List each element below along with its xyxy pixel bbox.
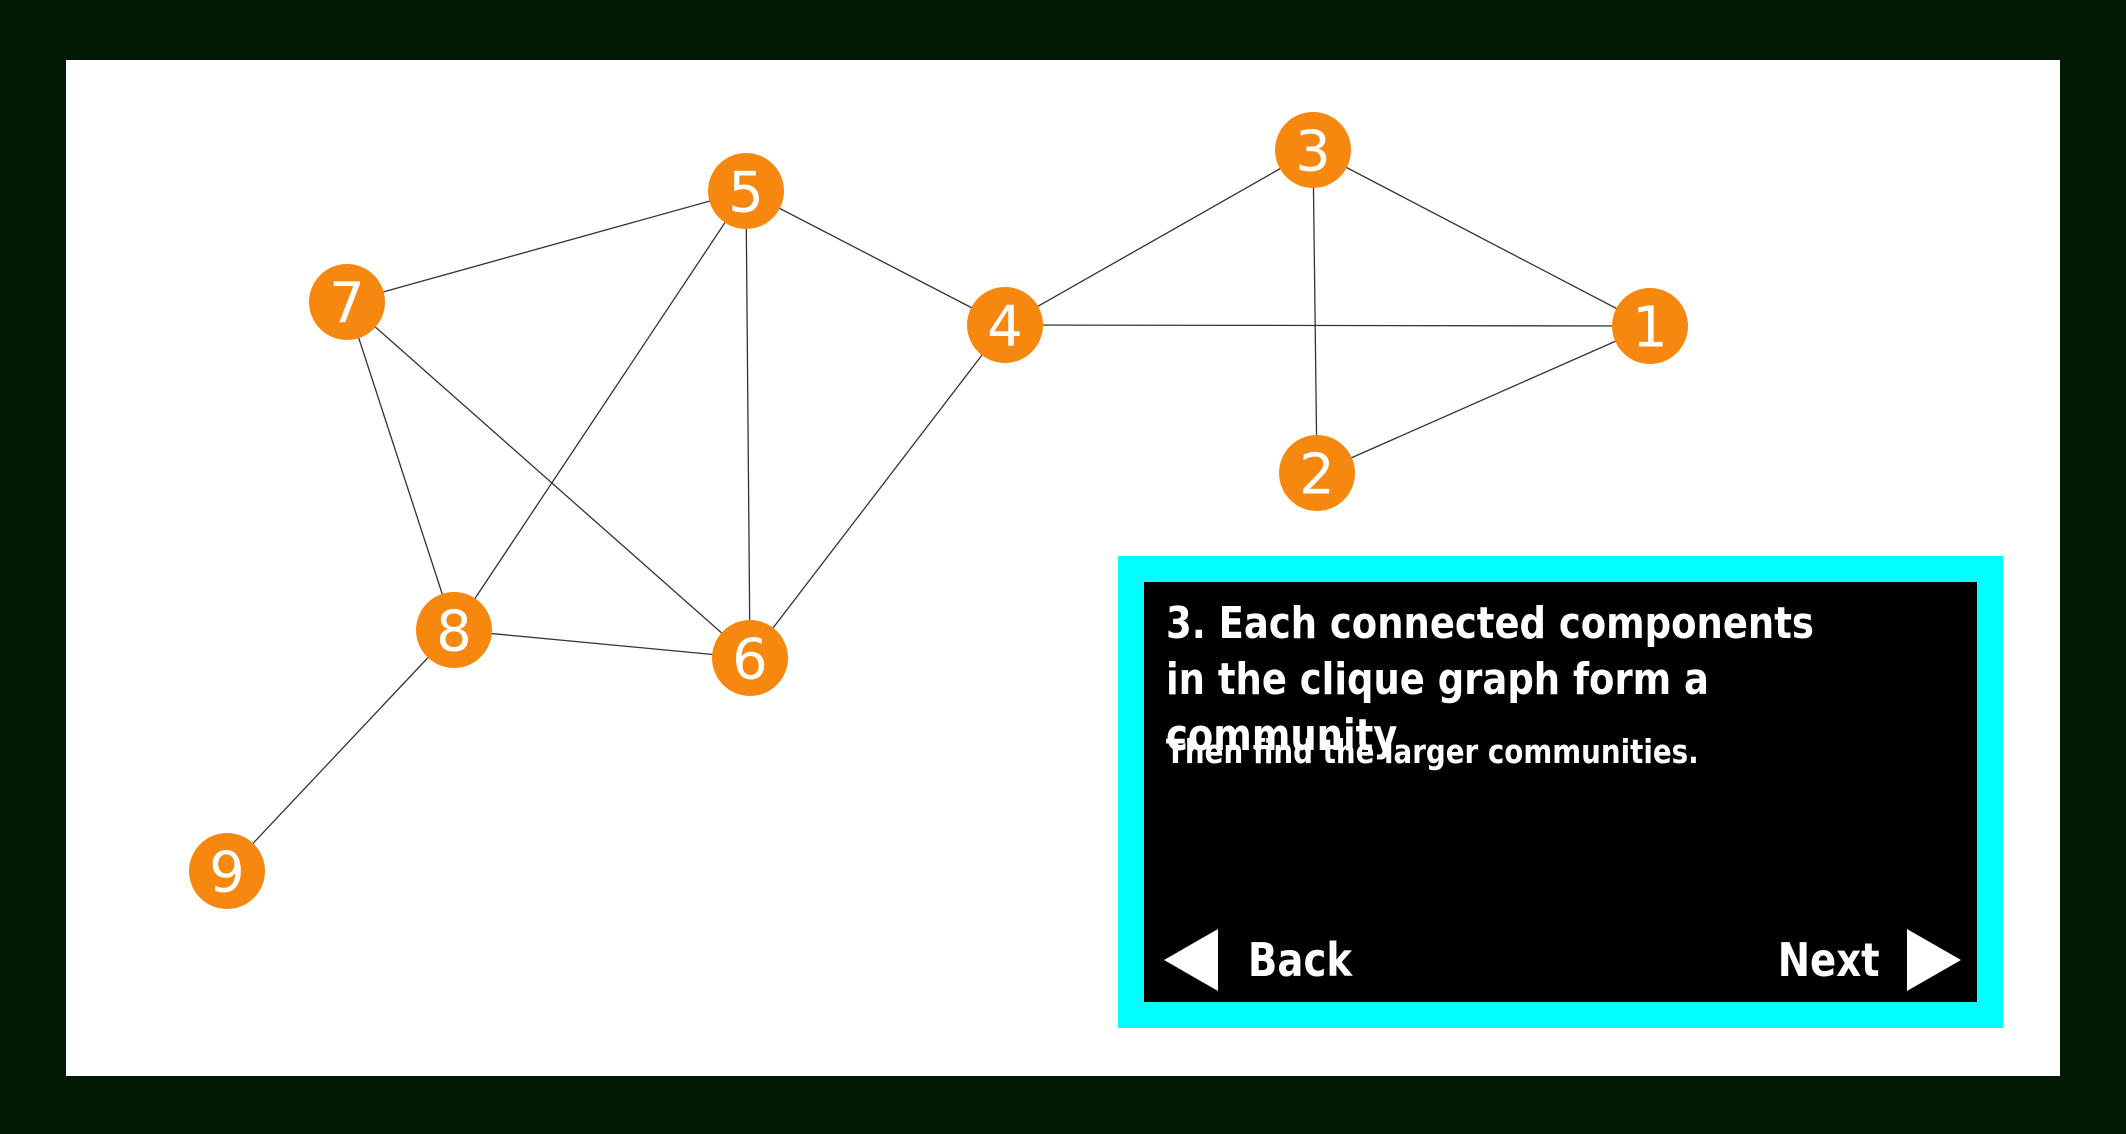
node-circle-5: [708, 153, 784, 229]
node-9: 9: [189, 833, 265, 909]
node-circle-4: [967, 287, 1043, 363]
edge-5-7: [346, 190, 747, 303]
node-1: 1: [1612, 288, 1688, 364]
edge-3-4: [1004, 149, 1314, 326]
info-panel-body: 3. Each connected components in the cliq…: [1144, 582, 1977, 1002]
node-label-1: 1: [1632, 296, 1668, 361]
edge-7-6: [346, 301, 751, 659]
edge-5-6: [745, 190, 751, 659]
node-circle-7: [309, 264, 385, 340]
nodes: 1 2 3 4 5 6 7 8 9: [189, 112, 1688, 909]
node-circle-3: [1275, 112, 1351, 188]
info-panel: 3. Each connected components in the cliq…: [1118, 556, 2003, 1028]
back-arrow-icon: [1164, 929, 1218, 991]
node-7: 7: [309, 264, 385, 340]
edge-4-1: [1004, 324, 1651, 327]
node-label-4: 4: [987, 295, 1023, 360]
next-arrow-icon: [1907, 929, 1961, 991]
edge-7-8: [346, 301, 455, 631]
next-button[interactable]: Next: [1768, 928, 1961, 992]
node-label-7: 7: [329, 272, 365, 337]
node-circle-2: [1279, 435, 1355, 511]
edge-3-2: [1312, 149, 1318, 474]
node-circle-1: [1612, 288, 1688, 364]
step-title: 3. Each connected components in the cliq…: [1166, 598, 1814, 761]
node-circle-9: [189, 833, 265, 909]
edge-5-8: [453, 190, 747, 631]
edges: [226, 149, 1651, 872]
node-label-2: 2: [1299, 443, 1335, 508]
node-label-8: 8: [436, 600, 472, 665]
node-3: 3: [1275, 112, 1351, 188]
edge-8-6: [453, 629, 751, 659]
node-label-5: 5: [728, 161, 764, 226]
edge-5-4: [745, 190, 1006, 326]
back-button[interactable]: Back: [1164, 928, 1362, 992]
node-label-9: 9: [209, 841, 245, 906]
node-2: 2: [1279, 435, 1355, 511]
step-subtitle: Then find the larger communities.: [1166, 732, 1699, 771]
node-label-3: 3: [1295, 120, 1331, 185]
edge-8-9: [226, 629, 455, 872]
node-circle-6: [712, 620, 788, 696]
node-5: 5: [708, 153, 784, 229]
edge-2-1: [1316, 325, 1651, 474]
edge-4-6: [749, 324, 1006, 659]
node-circle-8: [416, 592, 492, 668]
node-label-6: 6: [732, 628, 768, 693]
node-8: 8: [416, 592, 492, 668]
node-4: 4: [967, 287, 1043, 363]
back-label: Back: [1247, 933, 1353, 987]
node-6: 6: [712, 620, 788, 696]
next-label: Next: [1777, 933, 1880, 987]
edge-3-1: [1312, 149, 1651, 327]
